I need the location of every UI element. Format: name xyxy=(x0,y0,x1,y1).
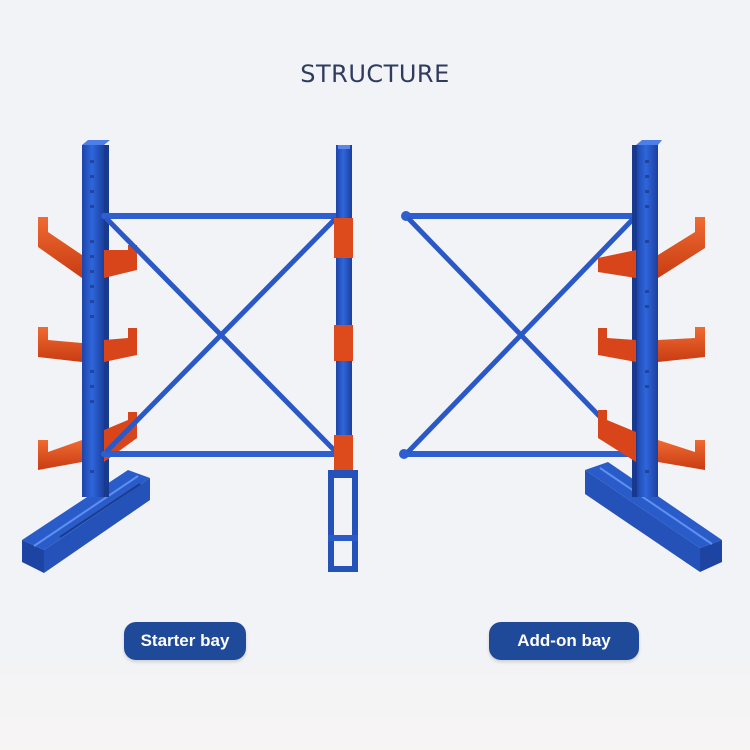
addon-arm-bottom xyxy=(598,410,705,470)
floor-shadow xyxy=(0,650,750,750)
starter-arm-middle xyxy=(38,327,137,362)
starter-front-upright xyxy=(328,145,358,572)
addon-base-beam xyxy=(585,462,722,572)
starter-base-beam xyxy=(22,470,150,573)
starter-bay-label: Starter bay xyxy=(124,622,246,660)
addon-cross-brace-b xyxy=(406,216,636,454)
starter-cross-brace-b xyxy=(104,216,338,454)
starter-arm-top xyxy=(38,217,137,278)
addon-upright-column xyxy=(632,140,662,497)
starter-bay xyxy=(22,140,358,573)
addon-bay xyxy=(399,140,722,572)
starter-upright-column xyxy=(82,140,110,497)
addon-arm-top xyxy=(598,217,705,278)
addon-arm-middle xyxy=(598,327,705,362)
page-title: STRUCTURE xyxy=(300,60,450,88)
addon-bay-label: Add-on bay xyxy=(489,622,639,660)
